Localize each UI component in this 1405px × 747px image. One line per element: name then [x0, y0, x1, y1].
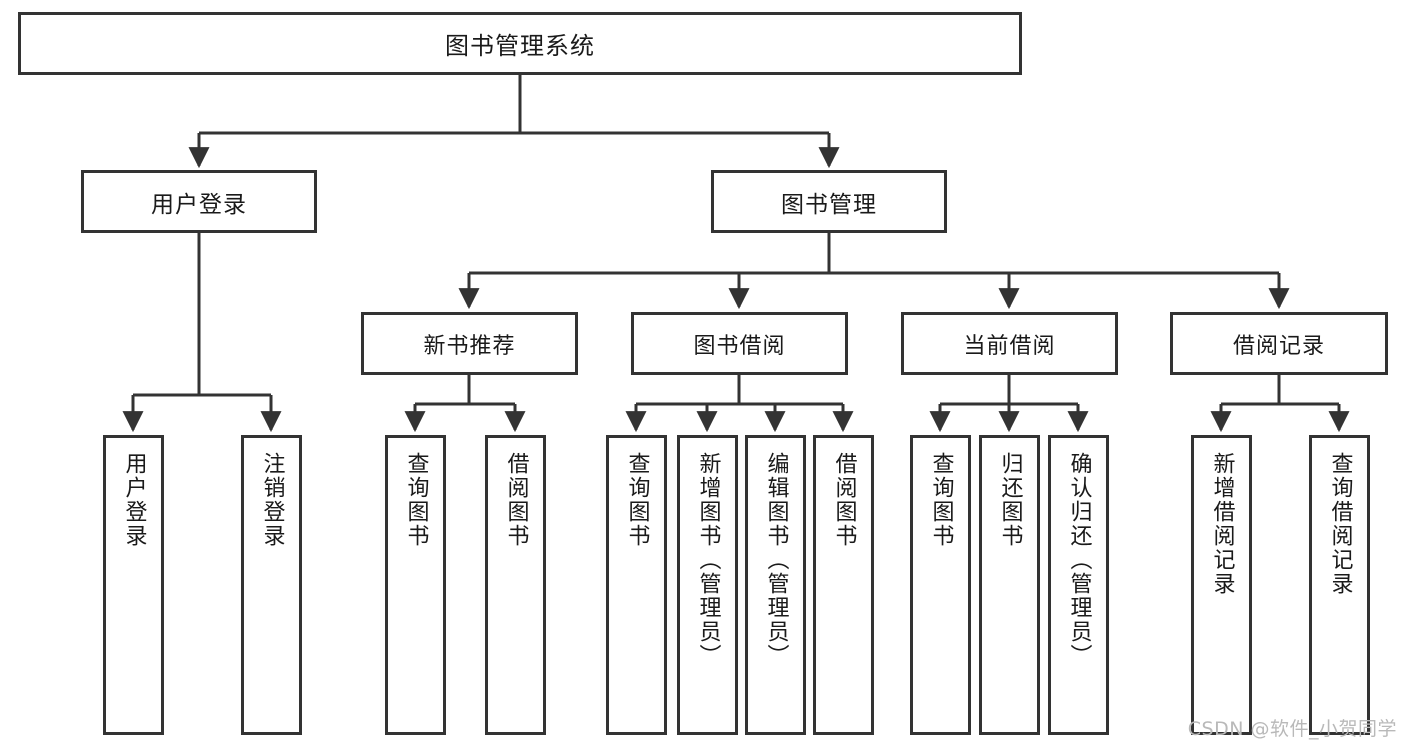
node-label: 图书管理: [781, 191, 877, 218]
node-label: 当前借阅: [963, 333, 1056, 359]
node-label: 借阅图书: [503, 452, 529, 548]
node-label: 查询图书: [403, 452, 429, 548]
leaf-borrow-book-recommend[interactable]: 借阅图书: [485, 435, 546, 735]
node-new-book-recommend[interactable]: 新书推荐: [361, 312, 578, 375]
node-label: 新增借阅记录: [1209, 452, 1235, 596]
node-root-book-management-system[interactable]: 图书管理系统: [18, 12, 1022, 75]
leaf-add-borrow-record[interactable]: 新增借阅记录: [1191, 435, 1252, 735]
node-label: 注销登录: [259, 452, 285, 548]
leaf-user-login[interactable]: 用户登录: [103, 435, 164, 735]
node-label: 图书借阅: [693, 333, 786, 359]
node-label: 用户登录: [121, 452, 147, 548]
leaf-query-borrow-record[interactable]: 查询借阅记录: [1309, 435, 1370, 735]
node-label: 新增图书（管理员）: [695, 452, 721, 668]
node-label: 归还图书: [997, 452, 1023, 548]
node-label: 图书管理系统: [445, 32, 595, 60]
node-borrow-record[interactable]: 借阅记录: [1170, 312, 1388, 375]
node-book-management[interactable]: 图书管理: [711, 170, 947, 233]
leaf-query-book-current[interactable]: 查询图书: [910, 435, 971, 735]
node-label: 查询借阅记录: [1327, 452, 1353, 596]
node-current-borrow[interactable]: 当前借阅: [901, 312, 1118, 375]
node-label: 查询图书: [624, 452, 650, 548]
leaf-borrow-book[interactable]: 借阅图书: [813, 435, 874, 735]
node-user-login[interactable]: 用户登录: [81, 170, 317, 233]
node-label: 新书推荐: [423, 333, 516, 359]
node-label: 确认归还（管理员）: [1066, 452, 1092, 668]
node-label: 用户登录: [151, 191, 247, 218]
leaf-query-book-borrow[interactable]: 查询图书: [606, 435, 667, 735]
leaf-add-book[interactable]: 新增图书（管理员）: [677, 435, 738, 735]
node-label: 查询图书: [928, 452, 954, 548]
leaf-confirm-return[interactable]: 确认归还（管理员）: [1048, 435, 1109, 735]
node-label: 编辑图书（管理员）: [763, 452, 789, 668]
node-label: 借阅记录: [1232, 333, 1325, 359]
node-label: 借阅图书: [831, 452, 857, 548]
leaf-return-book[interactable]: 归还图书: [979, 435, 1040, 735]
leaf-logout[interactable]: 注销登录: [241, 435, 302, 735]
leaf-query-book-recommend[interactable]: 查询图书: [385, 435, 446, 735]
node-book-borrow[interactable]: 图书借阅: [631, 312, 848, 375]
leaf-edit-book[interactable]: 编辑图书（管理员）: [745, 435, 806, 735]
